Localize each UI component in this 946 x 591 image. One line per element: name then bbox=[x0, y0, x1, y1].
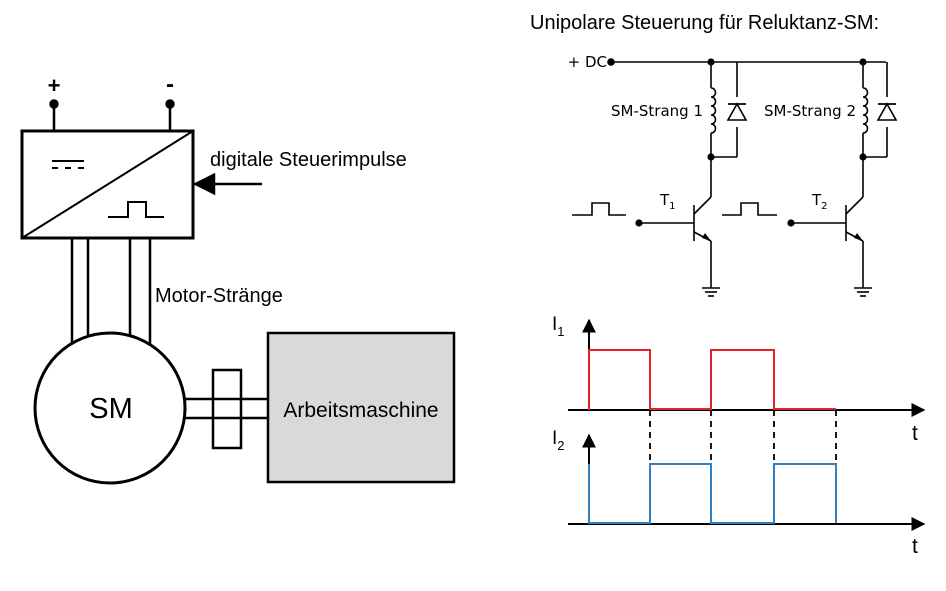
circuit-schematic: + DC bbox=[568, 53, 898, 297]
t-axis-label-2: t bbox=[912, 535, 918, 558]
motor-strands bbox=[70, 238, 152, 346]
strand-2-label: SM-Strang 2 bbox=[764, 102, 856, 120]
timing-diagram: I1 I2 t t bbox=[552, 314, 926, 558]
transistor-2-label: T2 bbox=[811, 191, 828, 212]
motor-label: SM bbox=[89, 393, 133, 425]
motor-circle bbox=[33, 331, 187, 485]
coil-2-icon bbox=[862, 87, 869, 134]
dc-symbol-icon bbox=[52, 160, 84, 169]
pulse-symbol-icon bbox=[108, 201, 164, 218]
converter-box bbox=[20, 129, 195, 240]
i1-axis-label: I1 bbox=[552, 314, 565, 339]
pulse-input-1-icon bbox=[572, 202, 626, 216]
i1-waveform bbox=[588, 349, 836, 410]
supply-terminals bbox=[49, 99, 175, 130]
ground-2-icon bbox=[854, 287, 872, 297]
transistor-1-label: T1 bbox=[659, 191, 676, 212]
diode-2-icon bbox=[876, 97, 898, 127]
input-label: digitale Steuerimpulse bbox=[210, 149, 407, 171]
circuit-title: Unipolare Steuerung für Reluktanz-SM: bbox=[530, 12, 879, 34]
t-axis-label-1: t bbox=[912, 422, 918, 445]
left-system-diagram: + - digitale Steuerimpulse Motor-Stränge… bbox=[20, 71, 456, 485]
load-box bbox=[266, 331, 456, 484]
transition-markers bbox=[649, 410, 837, 463]
ground-1-icon bbox=[702, 287, 720, 297]
load-label: Arbeitsmaschine bbox=[283, 399, 438, 422]
i2-axis-label: I2 bbox=[552, 428, 565, 453]
strand-1-label: SM-Strang 1 bbox=[611, 102, 703, 120]
strands-label: Motor-Stränge bbox=[155, 285, 283, 307]
transistor-1-icon bbox=[635, 196, 712, 288]
pulse-input-2-icon bbox=[722, 202, 777, 216]
i2-waveform bbox=[588, 463, 837, 524]
shaft-coupling bbox=[185, 368, 268, 450]
dc-label: + DC bbox=[568, 53, 607, 71]
minus-terminal-label: - bbox=[166, 71, 174, 98]
coil-1-icon bbox=[710, 87, 717, 134]
plus-terminal-label: + bbox=[48, 73, 61, 98]
diode-1-icon bbox=[726, 97, 748, 127]
